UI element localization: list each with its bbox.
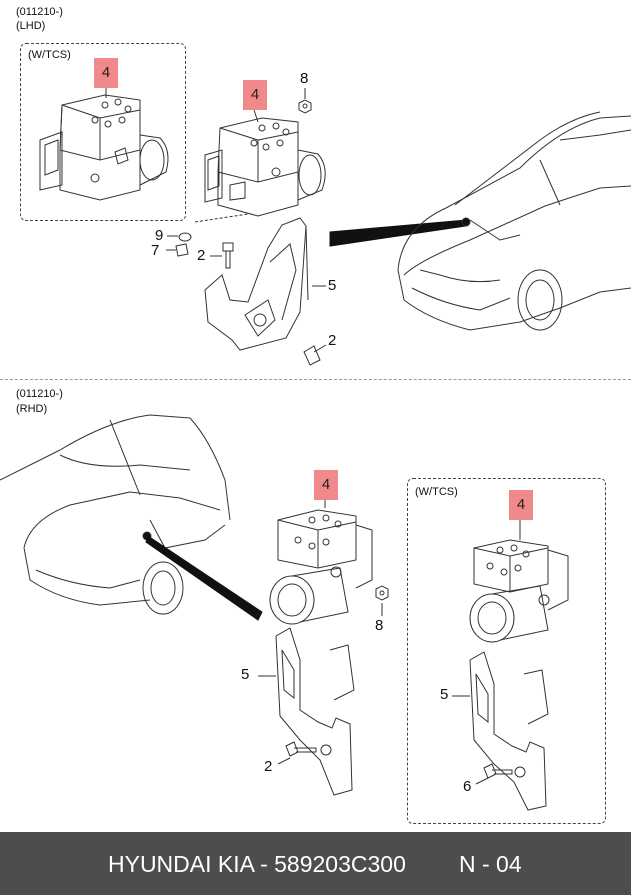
callout-2-bottom[interactable]: 2	[264, 758, 273, 775]
callout-4-top-inset[interactable]: 4	[94, 58, 118, 88]
top-date-code: (011210-)	[16, 6, 63, 18]
abs-module-main-bottom	[269, 470, 373, 625]
callout-2-top-right[interactable]: 2	[328, 332, 337, 349]
footer-page-code: N - 04	[459, 851, 522, 877]
abs-module-inset-top	[39, 94, 169, 201]
top-drive-label: (LHD)	[16, 20, 46, 32]
washer-9	[167, 232, 192, 242]
nut-8-top	[298, 88, 312, 114]
pointer-arrow-top	[329, 219, 467, 247]
screw-2-bottom	[277, 741, 317, 765]
screw-2-top-right	[303, 344, 327, 366]
pointer-arrow-bottom	[145, 535, 263, 621]
abs-module-main-top	[204, 117, 326, 217]
bottom-inset-label: (W/TCS)	[415, 486, 458, 498]
nut-8-bottom	[375, 585, 389, 616]
bottom-date-code: (011210-)	[16, 388, 63, 400]
bracket-5-top	[204, 217, 326, 351]
screw-2-top-left	[210, 242, 234, 269]
callout-6-bottom-inset[interactable]: 6	[463, 778, 472, 795]
callout-2-top-left[interactable]: 2	[197, 247, 206, 264]
callout-4-bottom-inset[interactable]: 4	[509, 490, 533, 520]
footer-bar: HYUNDAI KIA - 589203C300 N - 04	[0, 832, 631, 895]
car-top	[397, 111, 631, 331]
callout-5-top[interactable]: 5	[328, 277, 337, 294]
section-divider	[0, 379, 631, 380]
car-bottom	[0, 414, 231, 615]
callout-8-bottom[interactable]: 8	[375, 617, 384, 634]
top-inset-label: (W/TCS)	[28, 49, 71, 61]
top-inset-box	[20, 43, 186, 221]
abs-module-inset-bottom	[469, 518, 569, 643]
callout-5-bottom[interactable]: 5	[241, 666, 250, 683]
callout-9-top[interactable]: 9	[155, 227, 164, 244]
callout-4-bottom-main[interactable]: 4	[314, 470, 338, 500]
footer-part-info: HYUNDAI KIA - 589203C300	[108, 851, 406, 877]
bottom-inset-box	[407, 478, 606, 824]
bolt-7	[166, 243, 189, 257]
callout-4-top-main[interactable]: 4	[243, 80, 267, 110]
bottom-drive-label: (RHD)	[16, 403, 48, 415]
callout-7-top[interactable]: 7	[151, 242, 160, 259]
bracket-5-inset-bottom	[452, 651, 549, 811]
screw-6-inset-bottom	[475, 763, 513, 785]
bracket-5-bottom	[258, 627, 355, 796]
callout-5-bottom-inset[interactable]: 5	[440, 686, 449, 703]
callout-8-top[interactable]: 8	[300, 70, 309, 87]
